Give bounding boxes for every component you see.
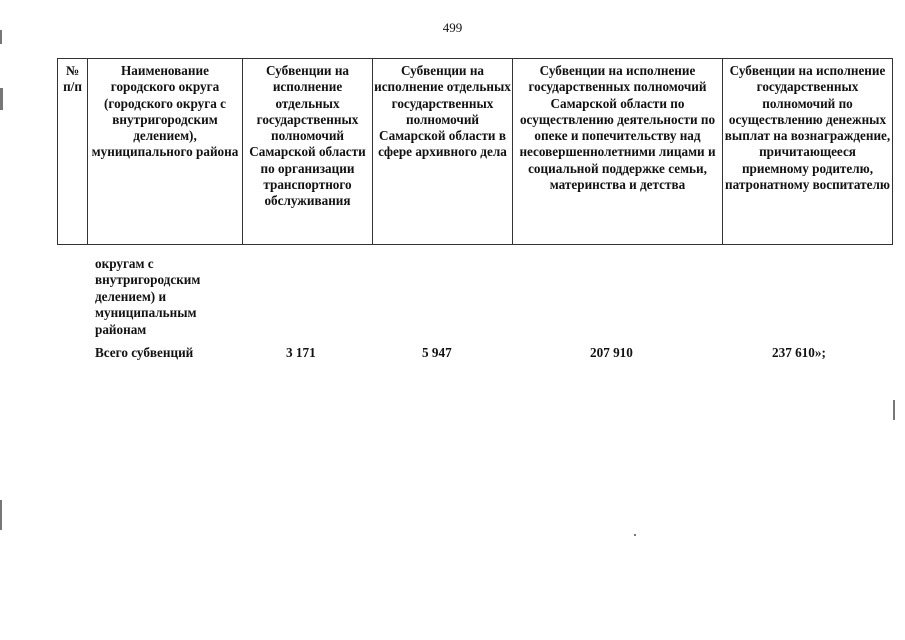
- header-municipality-name: Наименование городского округа (городско…: [87, 58, 243, 245]
- total-guardianship: 207 910: [590, 345, 633, 360]
- scan-speck: [0, 88, 3, 110]
- total-archive: 5 947: [422, 345, 452, 360]
- header-row: № п/п Наименование городского округа (го…: [57, 58, 893, 245]
- total-transport: 3 171: [286, 345, 316, 360]
- totals-label: Всего субвенций: [95, 345, 194, 360]
- header-archive-subvention: Субвенции на исполнение отдельных госуда…: [372, 58, 513, 245]
- header-guardianship-subvention: Субвенции на исполнение государственных …: [512, 58, 723, 245]
- page-number: 499: [442, 20, 463, 35]
- scan-speck: [0, 30, 2, 44]
- subventions-table-header: № п/п Наименование городского округа (го…: [57, 58, 893, 245]
- continuation-text: округам с внутригородским делением) и му…: [95, 256, 201, 337]
- scan-speck: [634, 534, 636, 536]
- scan-speck: [893, 400, 895, 420]
- total-foster-payment: 237 610»;: [772, 345, 826, 360]
- header-transport-subvention: Субвенции на исполнение отдельных госуда…: [242, 58, 373, 245]
- header-foster-payment-subvention: Субвенции на исполнение государственных …: [722, 58, 893, 245]
- scan-speck: [0, 500, 2, 530]
- header-row-number: № п/п: [57, 58, 88, 245]
- totals-row: Всего субвенций 3 171 5 947 207 910 237 …: [0, 345, 905, 363]
